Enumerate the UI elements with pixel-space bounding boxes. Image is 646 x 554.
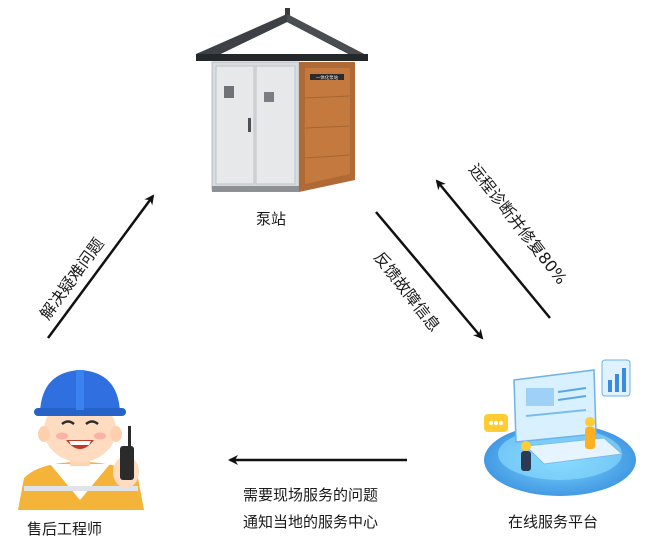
arrow-resolve bbox=[46, 194, 155, 339]
engineer-label: 售后工程师 bbox=[27, 520, 103, 538]
platform-label: 在线服务平台 bbox=[508, 513, 599, 531]
edge-label-notify-line1: 需要现场服务的问题 bbox=[243, 486, 379, 504]
pump-sign-text: 一体化泵站 bbox=[316, 74, 339, 81]
arrow-remote bbox=[435, 179, 551, 319]
engineer-illustration bbox=[18, 370, 144, 510]
pump-station-label: 泵站 bbox=[256, 210, 287, 228]
edge-label-notify-line2: 通知当地的服务中心 bbox=[243, 513, 379, 531]
pump-station-illustration: 一体化泵站 bbox=[196, 8, 368, 192]
service-platform-illustration bbox=[484, 359, 636, 496]
arrow-feedback bbox=[375, 211, 484, 340]
